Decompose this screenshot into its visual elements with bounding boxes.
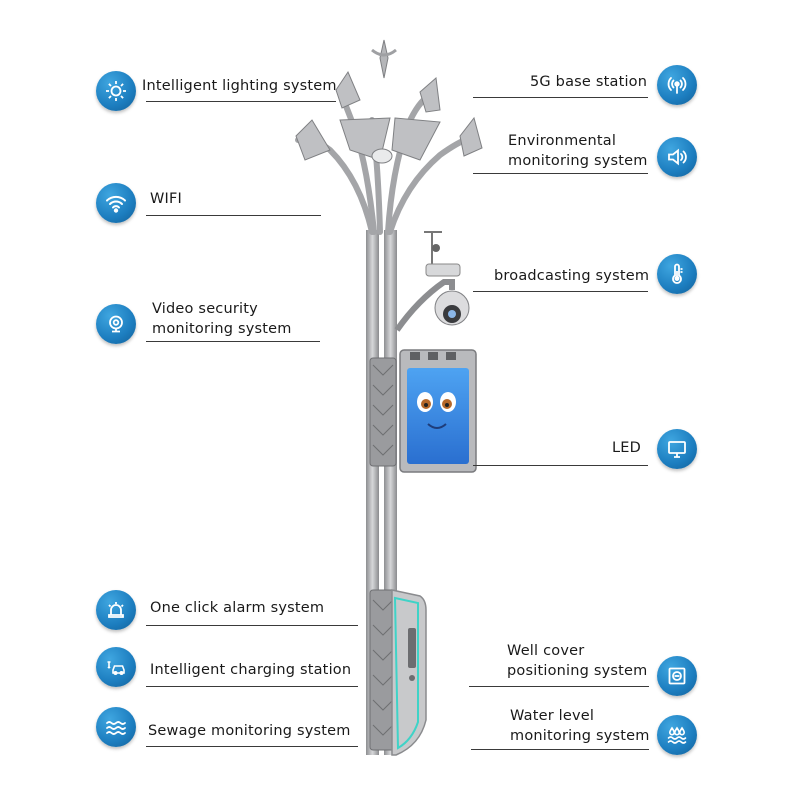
camera-arm (394, 279, 455, 332)
sun-icon (96, 71, 136, 111)
leader-line (471, 749, 649, 750)
leader-line (146, 341, 320, 342)
leader-line (146, 625, 358, 626)
leader-line (473, 465, 648, 466)
pole-lattice-upper (369, 357, 397, 467)
leader-line (473, 173, 648, 174)
leader-line (146, 215, 321, 216)
thermometer-icon (657, 254, 697, 294)
feature-label: broadcasting system (494, 268, 650, 284)
camera-icon (96, 304, 136, 344)
feature-label: 5G base station (530, 74, 648, 90)
feature-label: LED (612, 440, 642, 456)
leader-line (473, 97, 648, 98)
led-screen (407, 368, 469, 464)
monitor-icon (657, 429, 697, 469)
leader-line (469, 686, 649, 687)
water-waves-icon (96, 707, 136, 747)
lamp-lens (371, 148, 393, 164)
feature-label: Water level monitoring system (510, 708, 650, 744)
leader-line (146, 746, 358, 747)
speaker-icon (657, 137, 697, 177)
leader-line (146, 686, 358, 687)
feature-label: Intelligent charging station (150, 662, 352, 678)
sensor-box (425, 263, 461, 277)
feature-label: WIFI (150, 191, 183, 207)
wifi-icon (96, 183, 136, 223)
feature-label: One click alarm system (150, 600, 325, 616)
lamp-heads (295, 70, 483, 161)
feature-label: Well cover positioning system (507, 643, 648, 679)
feature-label: Environmental monitoring system (508, 133, 648, 169)
alarm-icon (96, 590, 136, 630)
feature-label: Sewage monitoring system (148, 723, 351, 739)
feature-label: Intelligent lighting system (142, 78, 337, 94)
leader-line (146, 101, 336, 102)
water-drops-icon (657, 715, 697, 755)
feature-label: Video security monitoring system (152, 301, 292, 337)
leader-line (473, 291, 648, 292)
car-charging-icon (96, 647, 136, 687)
manhole-icon (657, 656, 697, 696)
pole-finial (379, 39, 389, 79)
signal-antenna-icon (657, 65, 697, 105)
